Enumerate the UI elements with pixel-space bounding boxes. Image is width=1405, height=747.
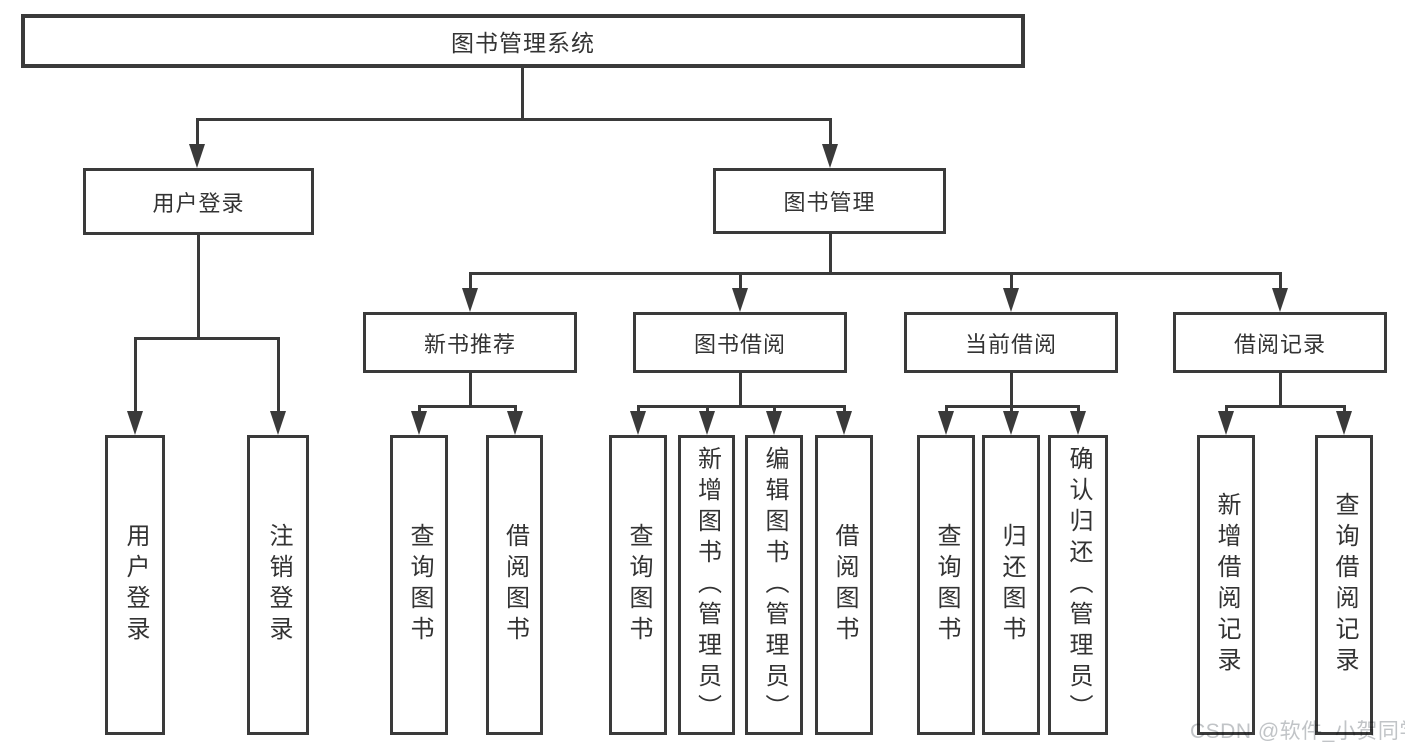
node-book-borrowing: 图书借阅	[633, 312, 847, 373]
arrowhead-down-icon	[822, 144, 838, 168]
leaf-borrow-books-recommend: 借阅图书	[486, 435, 543, 735]
leaf-borrow-books-borrow: 借阅图书	[815, 435, 873, 735]
leaf-return-books: 归还图书	[982, 435, 1040, 735]
connector-drop	[1009, 272, 1013, 290]
connector-drop	[468, 272, 472, 290]
leaf-confirm-return-admin: 确认归还（管理员）	[1048, 435, 1108, 735]
arrowhead-down-icon	[630, 411, 646, 435]
connector-drop	[133, 337, 137, 413]
arrowhead-down-icon	[1218, 411, 1234, 435]
node-library-management-system: 图书管理系统	[21, 14, 1025, 68]
arrowhead-down-icon	[1070, 411, 1086, 435]
leaf-add-book-admin: 新增图书（管理员）	[678, 435, 735, 735]
connector-bar	[195, 118, 832, 121]
connector-stem	[738, 373, 742, 408]
connector-drop	[1224, 405, 1228, 413]
leaf-query-books-borrow: 查询图书	[609, 435, 667, 735]
connector-drop	[738, 272, 742, 290]
arrowhead-down-icon	[411, 411, 427, 435]
connector-drop	[1076, 405, 1080, 413]
arrowhead-down-icon	[127, 411, 143, 435]
arrowhead-down-icon	[1003, 288, 1019, 312]
connector-stem	[196, 235, 200, 340]
connector-drop	[705, 405, 709, 413]
connector-drop	[842, 405, 846, 413]
node-new-book-recommendation: 新书推荐	[363, 312, 577, 373]
connector-stem	[468, 373, 472, 408]
arrowhead-down-icon	[1272, 288, 1288, 312]
connector-bar	[1224, 405, 1346, 408]
arrowhead-down-icon	[507, 411, 523, 435]
connector-drop	[636, 405, 640, 413]
arrowhead-down-icon	[699, 411, 715, 435]
connector-stem	[1278, 373, 1282, 408]
leaf-query-books-recommend: 查询图书	[390, 435, 448, 735]
connector-drop	[417, 405, 421, 413]
connector-drop	[513, 405, 517, 413]
connector-drop	[276, 337, 280, 413]
node-borrowing-records: 借阅记录	[1173, 312, 1387, 373]
arrowhead-down-icon	[270, 411, 286, 435]
connector-stem	[828, 234, 832, 275]
connector-stem	[1009, 373, 1013, 408]
node-user-login: 用户登录	[83, 168, 314, 235]
connector-drop	[1278, 272, 1282, 290]
node-book-management: 图书管理	[713, 168, 946, 234]
connector-drop	[772, 405, 776, 413]
arrowhead-down-icon	[938, 411, 954, 435]
connector-bar	[133, 337, 280, 340]
connector-bar	[417, 405, 517, 408]
leaf-query-borrow-record: 查询借阅记录	[1315, 435, 1373, 735]
connector-bar	[468, 272, 1282, 275]
arrowhead-down-icon	[836, 411, 852, 435]
connector-stem	[520, 68, 524, 121]
arrowhead-down-icon	[1003, 411, 1019, 435]
csdn-watermark: CSDN @软件_小贺同学	[1190, 720, 1405, 743]
arrowhead-down-icon	[462, 288, 478, 312]
leaf-logout: 注销登录	[247, 435, 309, 735]
node-current-borrowing: 当前借阅	[904, 312, 1118, 373]
connector-drop	[1009, 405, 1013, 413]
leaf-user-login: 用户登录	[105, 435, 165, 735]
arrowhead-down-icon	[1336, 411, 1352, 435]
leaf-add-borrow-record: 新增借阅记录	[1197, 435, 1255, 735]
connector-drop	[1342, 405, 1346, 413]
leaf-edit-book-admin: 编辑图书（管理员）	[745, 435, 803, 735]
leaf-query-books-current: 查询图书	[917, 435, 975, 735]
arrowhead-down-icon	[732, 288, 748, 312]
connector-drop	[944, 405, 948, 413]
connector-drop	[828, 118, 832, 146]
connector-bar	[636, 405, 846, 408]
arrowhead-down-icon	[766, 411, 782, 435]
connector-drop	[195, 118, 199, 146]
arrowhead-down-icon	[189, 144, 205, 168]
